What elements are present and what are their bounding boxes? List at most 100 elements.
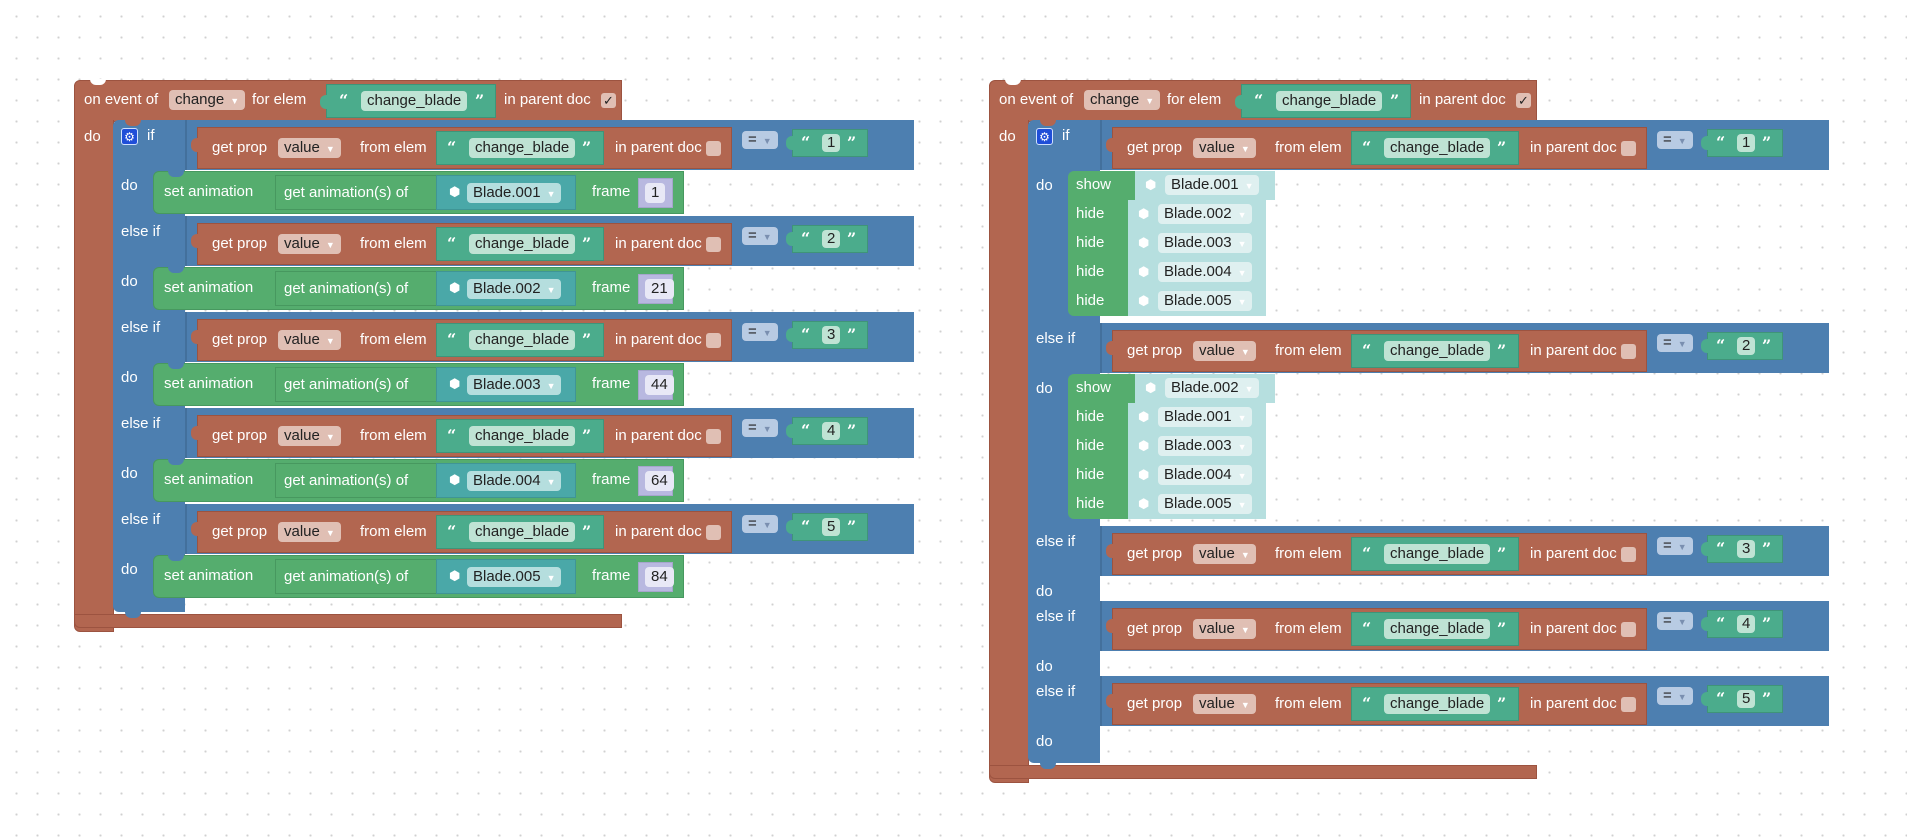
object-dropdown[interactable]: Blade.002▼ — [1165, 378, 1260, 398]
visibility-block[interactable]: hide⬢Blade.004▼ — [1068, 461, 1268, 490]
visibility-block[interactable]: hide⬢Blade.005▼ — [1068, 287, 1268, 316]
elem-id-field[interactable]: change_blade — [1384, 694, 1491, 714]
object-block[interactable]: ⬢Blade.004▼ — [436, 463, 576, 498]
object-block[interactable]: ⬢Blade.001▼ — [1128, 403, 1266, 432]
operator-dropdown[interactable]: =▼ — [742, 323, 778, 341]
object-block[interactable]: ⬢Blade.001▼ — [1135, 171, 1275, 200]
object-dropdown[interactable]: Blade.002▼ — [467, 279, 562, 299]
elem-id-field[interactable]: change_blade — [469, 138, 576, 158]
text-block[interactable]: “change_blade” — [436, 323, 604, 357]
in-parent-doc-checkbox[interactable] — [1621, 547, 1636, 562]
visibility-block[interactable]: show⬢Blade.001▼ — [1068, 171, 1275, 200]
visibility-block[interactable]: hide⬢Blade.005▼ — [1068, 490, 1268, 519]
object-block[interactable]: ⬢Blade.004▼ — [1128, 258, 1266, 287]
elem-text-block[interactable]: “change_blade” — [1235, 84, 1411, 118]
object-block[interactable]: ⬢Blade.003▼ — [1128, 432, 1266, 461]
object-block[interactable]: ⬢Blade.002▼ — [436, 271, 576, 306]
text-block[interactable]: “change_blade” — [436, 419, 604, 453]
compare-value[interactable]: 2 — [822, 230, 841, 248]
object-dropdown[interactable]: Blade.002▼ — [1158, 204, 1253, 224]
elem-id-field[interactable]: change_blade — [469, 426, 576, 446]
object-block[interactable]: ⬢Blade.005▼ — [1128, 490, 1266, 519]
in-parent-doc-checkbox[interactable] — [706, 237, 721, 252]
object-dropdown[interactable]: Blade.004▼ — [467, 471, 562, 491]
object-dropdown[interactable]: Blade.003▼ — [1158, 436, 1253, 456]
gear-icon[interactable]: ⚙ — [121, 128, 138, 145]
visibility-block[interactable]: hide⬢Blade.004▼ — [1068, 258, 1268, 287]
object-dropdown[interactable]: Blade.004▼ — [1158, 465, 1253, 485]
object-block[interactable]: ⬢Blade.003▼ — [1128, 229, 1266, 258]
operator-dropdown[interactable]: =▼ — [1657, 334, 1693, 352]
in-parent-doc-checkbox[interactable] — [706, 141, 721, 156]
object-dropdown[interactable]: Blade.003▼ — [467, 375, 562, 395]
compare-value[interactable]: 2 — [1737, 337, 1756, 355]
in-parent-doc-checkbox[interactable]: ✓ — [601, 93, 616, 108]
get-animation-block[interactable]: get animation(s) of⬢Blade.002▼ — [275, 271, 576, 306]
object-dropdown[interactable]: Blade.001▼ — [1158, 407, 1253, 427]
get-animation-block[interactable]: get animation(s) of⬢Blade.005▼ — [275, 559, 576, 594]
frame-number-block[interactable]: 21 — [638, 274, 674, 304]
frame-value[interactable]: 84 — [645, 567, 674, 587]
prop-dropdown[interactable]: value▼ — [1193, 138, 1256, 158]
elem-id-field[interactable]: change_blade — [361, 91, 468, 111]
object-dropdown[interactable]: Blade.005▼ — [467, 567, 562, 587]
compare-value[interactable]: 3 — [822, 326, 841, 344]
prop-dropdown[interactable]: value▼ — [1193, 544, 1256, 564]
object-block[interactable]: ⬢Blade.005▼ — [1128, 287, 1266, 316]
prop-dropdown[interactable]: value▼ — [278, 138, 341, 158]
visibility-block[interactable]: hide⬢Blade.003▼ — [1068, 432, 1268, 461]
operator-dropdown[interactable]: =▼ — [742, 419, 778, 437]
object-block[interactable]: ⬢Blade.002▼ — [1128, 200, 1266, 229]
object-dropdown[interactable]: Blade.005▼ — [1158, 291, 1253, 311]
compare-text-block[interactable]: “1” — [1701, 129, 1783, 157]
object-block[interactable]: ⬢Blade.001▼ — [436, 175, 576, 210]
text-block[interactable]: “change_blade” — [436, 515, 604, 549]
elem-id-field[interactable]: change_blade — [1384, 341, 1491, 361]
text-block[interactable]: “change_blade” — [1351, 687, 1519, 721]
elem-id-field[interactable]: change_blade — [469, 234, 576, 254]
compare-text-block[interactable]: “4” — [1701, 610, 1783, 638]
text-block[interactable]: “change_blade” — [1351, 537, 1519, 571]
text-block[interactable]: “change_blade” — [436, 227, 604, 261]
compare-value[interactable]: 5 — [822, 518, 841, 536]
compare-text-block[interactable]: “1” — [786, 129, 868, 157]
operator-dropdown[interactable]: =▼ — [742, 227, 778, 245]
compare-text-block[interactable]: “2” — [786, 225, 868, 253]
visibility-block[interactable]: hide⬢Blade.002▼ — [1068, 200, 1268, 229]
object-block[interactable]: ⬢Blade.005▼ — [436, 559, 576, 594]
visibility-block[interactable]: hide⬢Blade.003▼ — [1068, 229, 1268, 258]
elem-id-field[interactable]: change_blade — [1384, 619, 1491, 639]
compare-text-block[interactable]: “3” — [1701, 535, 1783, 563]
text-block[interactable]: “change_blade” — [436, 131, 604, 165]
compare-value[interactable]: 5 — [1737, 690, 1756, 708]
compare-text-block[interactable]: “5” — [786, 513, 868, 541]
prop-dropdown[interactable]: value▼ — [1193, 341, 1256, 361]
gear-icon[interactable]: ⚙ — [1036, 128, 1053, 145]
elem-text-block[interactable]: “change_blade” — [320, 84, 496, 118]
in-parent-doc-checkbox[interactable] — [1621, 697, 1636, 712]
frame-value[interactable]: 44 — [645, 375, 674, 395]
in-parent-doc-checkbox[interactable]: ✓ — [1516, 93, 1531, 108]
frame-number-block[interactable]: 1 — [638, 178, 673, 208]
frame-number-block[interactable]: 44 — [638, 370, 674, 400]
event-dropdown[interactable]: change▼ — [169, 90, 246, 110]
compare-value[interactable]: 3 — [1737, 540, 1756, 558]
operator-dropdown[interactable]: =▼ — [1657, 687, 1693, 705]
object-dropdown[interactable]: Blade.004▼ — [1158, 262, 1253, 282]
compare-value[interactable]: 4 — [822, 422, 841, 440]
frame-value[interactable]: 64 — [645, 471, 674, 491]
elem-id-field[interactable]: change_blade — [1276, 91, 1383, 111]
text-block[interactable]: “change_blade” — [1351, 334, 1519, 368]
object-block[interactable]: ⬢Blade.004▼ — [1128, 461, 1266, 490]
